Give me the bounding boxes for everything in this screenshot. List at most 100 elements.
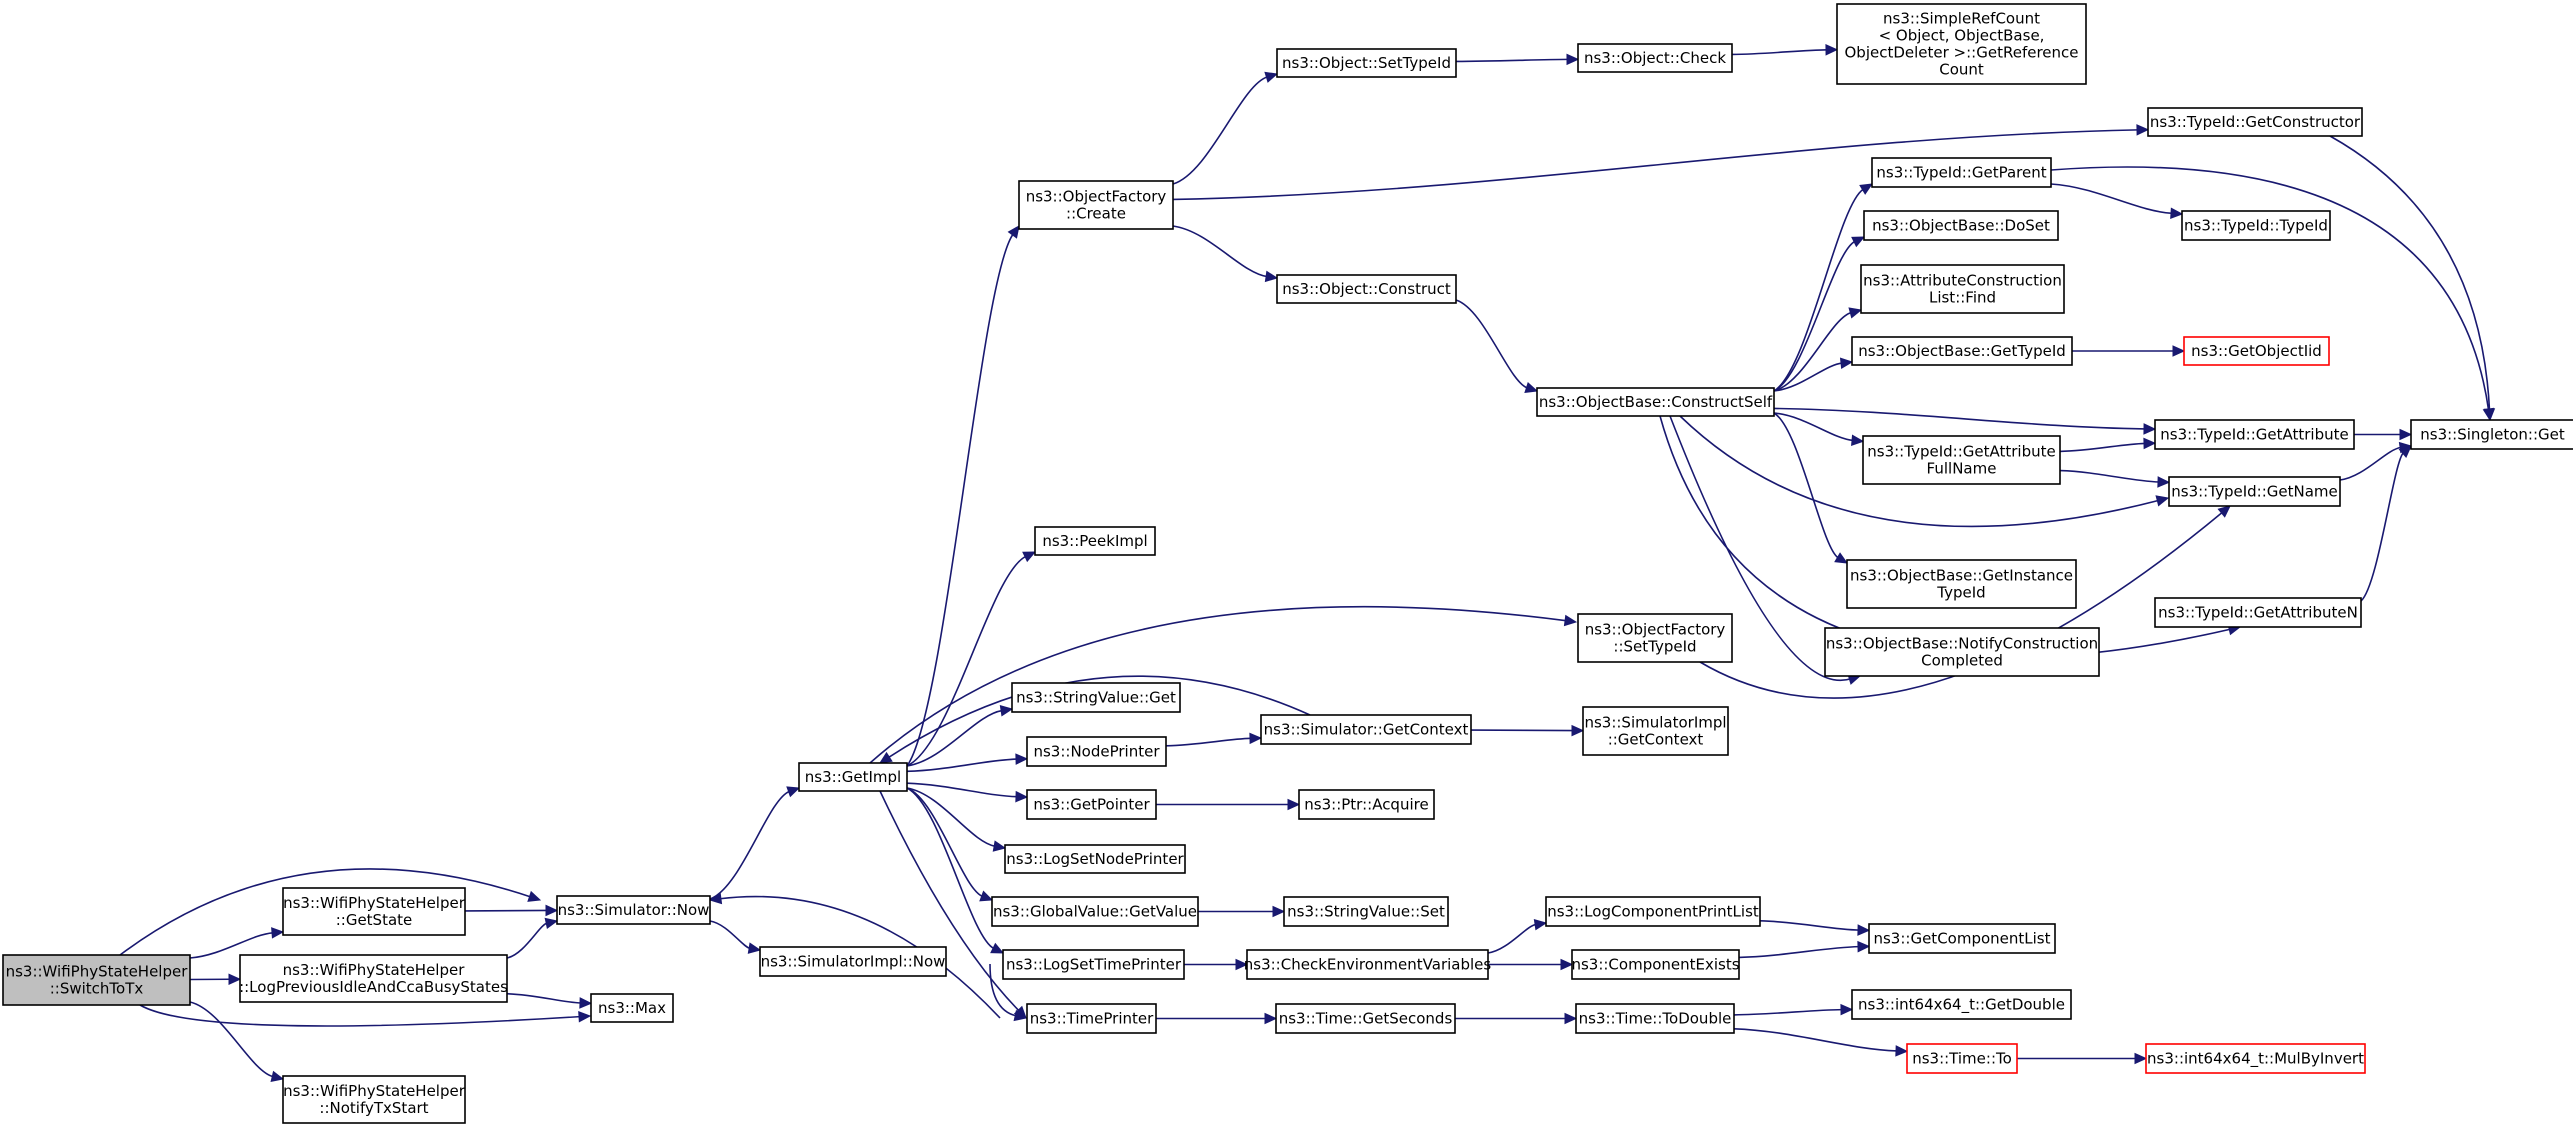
node-getstate[interactable]: ns3::WifiPhyStateHelper::GetState [282, 887, 466, 936]
node-simplerefcount[interactable]: ns3::SimpleRefCount< Object, ObjectBase,… [1836, 3, 2087, 85]
node-getpointer[interactable]: ns3::GetPointer [1026, 789, 1157, 820]
node-box[interactable] [1846, 559, 2077, 609]
node-box[interactable] [1034, 526, 1156, 556]
node-timegetseconds[interactable]: ns3::Time::GetSeconds [1275, 1003, 1456, 1034]
node-max[interactable]: ns3::Max [590, 993, 674, 1023]
node-strvalget[interactable]: ns3::StringValue::Get [1011, 682, 1181, 713]
node-box[interactable] [1536, 387, 1775, 417]
node-box[interactable] [1571, 949, 1740, 980]
node-ptracquire[interactable]: ns3::Ptr::Acquire [1298, 789, 1435, 820]
node-box[interactable] [2410, 419, 2573, 450]
node-nodeprinter[interactable]: ns3::NodePrinter [1026, 736, 1167, 767]
node-typeidgetattr[interactable]: ns3::TypeId::GetAttribute [2154, 419, 2355, 450]
node-box[interactable] [556, 895, 711, 925]
node-timeto[interactable]: ns3::Time::To [1906, 1043, 2018, 1074]
node-box[interactable] [1011, 682, 1181, 713]
node-box[interactable] [1836, 3, 2087, 85]
node-checkenv[interactable]: ns3::CheckEnvironmentVariables [1244, 949, 1492, 980]
node-strvalset[interactable]: ns3::StringValue::Set [1283, 896, 1449, 927]
node-box[interactable] [1026, 789, 1157, 820]
node-constructself[interactable]: ns3::ObjectBase::ConstructSelf [1536, 387, 1775, 417]
node-box[interactable] [759, 946, 947, 977]
node-obnotify[interactable]: ns3::ObjectBase::NotifyConstructionCompl… [1824, 627, 2100, 677]
node-objconstruct[interactable]: ns3::Object::Construct [1276, 274, 1457, 304]
node-box[interactable] [1298, 789, 1435, 820]
node-notifytx[interactable]: ns3::WifiPhyStateHelper::NotifyTxStart [282, 1075, 466, 1124]
node-box[interactable] [1260, 714, 1472, 745]
node-box[interactable] [1246, 949, 1489, 980]
node-box[interactable] [2, 954, 191, 1006]
node-timeprinter[interactable]: ns3::TimePrinter [1026, 1003, 1157, 1034]
node-singletonget[interactable]: ns3::Singleton::Get [2410, 419, 2573, 450]
node-compexists[interactable]: ns3::ComponentExists [1571, 949, 1740, 980]
node-box[interactable] [1871, 157, 2052, 188]
node-typeidtypeid[interactable]: ns3::TypeId::TypeId [2181, 210, 2331, 241]
node-getobjectiid[interactable]: ns3::GetObjectIid [2183, 336, 2330, 366]
node-simnow[interactable]: ns3::Simulator::Now [556, 895, 711, 925]
node-getcomplist[interactable]: ns3::GetComponentList [1868, 923, 2056, 954]
node-box[interactable] [1868, 923, 2056, 954]
node-typeidgetctor[interactable]: ns3::TypeId::GetConstructor [2147, 107, 2363, 137]
node-box[interactable] [1018, 180, 1174, 230]
node-logsetnode[interactable]: ns3::LogSetNodePrinter [1004, 844, 1186, 874]
node-typeidgetattrn[interactable]: ns3::TypeId::GetAttributeN [2154, 597, 2362, 628]
node-box[interactable] [1862, 435, 2061, 485]
node-gvgetvalue[interactable]: ns3::GlobalValue::GetValue [991, 896, 1199, 927]
node-box[interactable] [2154, 419, 2355, 450]
node-box[interactable] [1002, 949, 1185, 980]
node-box[interactable] [1851, 336, 2073, 366]
node-box[interactable] [1863, 210, 2059, 241]
node-box[interactable] [2154, 597, 2362, 628]
node-int64mulbyinvert[interactable]: ns3::int64x64_t::MulByInvert [2145, 1043, 2366, 1074]
node-box[interactable] [1545, 896, 1761, 927]
node-box[interactable] [1906, 1043, 2018, 1074]
node-box[interactable] [2145, 1043, 2366, 1074]
node-obdoset[interactable]: ns3::ObjectBase::DoSet [1863, 210, 2059, 241]
node-box[interactable] [1004, 844, 1186, 874]
node-typeidgetparent[interactable]: ns3::TypeId::GetParent [1871, 157, 2052, 188]
node-box[interactable] [1860, 264, 2065, 314]
node-box[interactable] [1026, 736, 1167, 767]
node-box[interactable] [239, 954, 508, 1003]
node-box[interactable] [2181, 210, 2331, 241]
node-box[interactable] [991, 896, 1199, 927]
node-int64getdouble[interactable]: ns3::int64x64_t::GetDouble [1851, 989, 2072, 1020]
node-logsettime[interactable]: ns3::LogSetTimePrinter [1002, 949, 1185, 980]
node-simimplgetctx[interactable]: ns3::SimulatorImpl::GetContext [1582, 706, 1729, 756]
node-obgettypeid[interactable]: ns3::ObjectBase::GetTypeId [1851, 336, 2073, 366]
node-box[interactable] [1577, 613, 1733, 663]
node-getimpl[interactable]: ns3::GetImpl [798, 762, 908, 792]
node-box[interactable] [1283, 896, 1449, 927]
node-box[interactable] [1026, 1003, 1157, 1034]
node-box[interactable] [798, 762, 908, 792]
node-box[interactable] [1276, 274, 1457, 304]
node-logcompprint[interactable]: ns3::LogComponentPrintList [1545, 896, 1761, 927]
node-box[interactable] [1582, 706, 1729, 756]
node-objcheck[interactable]: ns3::Object::Check [1577, 43, 1733, 73]
node-switch[interactable]: ns3::WifiPhyStateHelper::SwitchToTx [2, 954, 191, 1006]
node-box[interactable] [1276, 48, 1457, 78]
node-ofsettypeid[interactable]: ns3::ObjectFactory::SetTypeId [1577, 613, 1733, 663]
node-peekimpl[interactable]: ns3::PeekImpl [1034, 526, 1156, 556]
node-simgetcontext[interactable]: ns3::Simulator::GetContext [1260, 714, 1472, 745]
node-box[interactable] [2183, 336, 2330, 366]
node-typeidgetname[interactable]: ns3::TypeId::GetName [2168, 476, 2341, 507]
node-box[interactable] [1575, 1003, 1735, 1034]
node-box[interactable] [2168, 476, 2341, 507]
node-box[interactable] [1275, 1003, 1456, 1034]
node-box[interactable] [282, 1075, 466, 1124]
node-box[interactable] [1577, 43, 1733, 73]
node-box[interactable] [1824, 627, 2100, 677]
node-box[interactable] [2147, 107, 2363, 137]
node-simimplnow[interactable]: ns3::SimulatorImpl::Now [759, 946, 947, 977]
node-box[interactable] [282, 887, 466, 936]
node-objsettypeid[interactable]: ns3::Object::SetTypeId [1276, 48, 1457, 78]
node-timetodouble[interactable]: ns3::Time::ToDouble [1575, 1003, 1735, 1034]
node-logprev[interactable]: ns3::WifiPhyStateHelper::LogPreviousIdle… [239, 954, 508, 1003]
node-ofcreate[interactable]: ns3::ObjectFactory::Create [1018, 180, 1174, 230]
node-box[interactable] [1851, 989, 2072, 1020]
node-box[interactable] [590, 993, 674, 1023]
